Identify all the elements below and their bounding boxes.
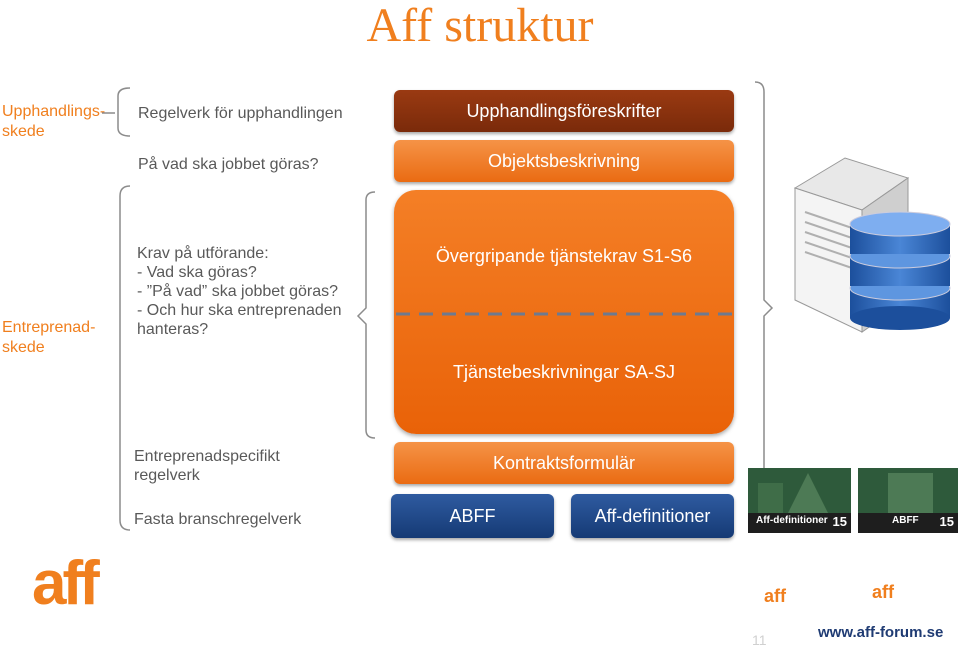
- cover-number: 15: [832, 514, 847, 529]
- cover-logo: aff: [764, 586, 786, 606]
- footer-url[interactable]: www.aff-forum.se: [818, 624, 944, 641]
- book-cover-abff: ABFF 15 aff: [858, 468, 958, 610]
- label-entreprenadskede: Entreprenad- skede: [2, 319, 96, 356]
- text-fasta: Fasta branschregelverk: [134, 511, 302, 528]
- box-aff-definitioner: Aff-definitioner: [571, 494, 734, 538]
- text-overgripande: Övergripande tjänstekrav S1-S6: [435, 246, 693, 266]
- box-objektsbeskrivning: Objektsbeskrivning: [394, 140, 734, 182]
- text-pa-vad: På vad ska jobbet göras?: [138, 156, 319, 173]
- cover-logo: aff: [872, 582, 894, 602]
- page-title: Aff struktur: [366, 0, 594, 52]
- box-kontraktsformular: Kontraktsformulär: [394, 442, 734, 484]
- cover-title-abff: ABFF: [892, 515, 919, 526]
- text-krav: Krav på utförande: - Vad ska göras? - ”P…: [137, 245, 342, 338]
- box-upphandlingsforeskrifter: Upphandlingsföreskrifter: [394, 90, 734, 132]
- box-abff: ABFF: [391, 494, 554, 538]
- text-regelverk: Regelverk för upphandlingen: [138, 105, 343, 122]
- book-cover-aff-definitioner: Aff-definitioner 15 aff: [748, 468, 851, 610]
- server-database-icon: [793, 157, 951, 333]
- cover-title-aff-definitioner: Aff-definitioner: [756, 515, 828, 526]
- box-tjanstekrav: Övergripande tjänstekrav S1-S6 Tjänstebe…: [394, 190, 734, 434]
- page-number: 11: [752, 632, 767, 648]
- aff-logo: aff: [32, 549, 100, 618]
- dashed-divider: [396, 312, 732, 316]
- label-upphandlingsskede: Upphandlings- skede: [2, 103, 106, 140]
- text-entreprenadspecifikt: Entreprenadspecifikt regelverk: [134, 448, 280, 484]
- text-tjanstebeskrivningar: Tjänstebeskrivningar SA-SJ: [452, 362, 676, 382]
- cover-number: 15: [939, 514, 954, 529]
